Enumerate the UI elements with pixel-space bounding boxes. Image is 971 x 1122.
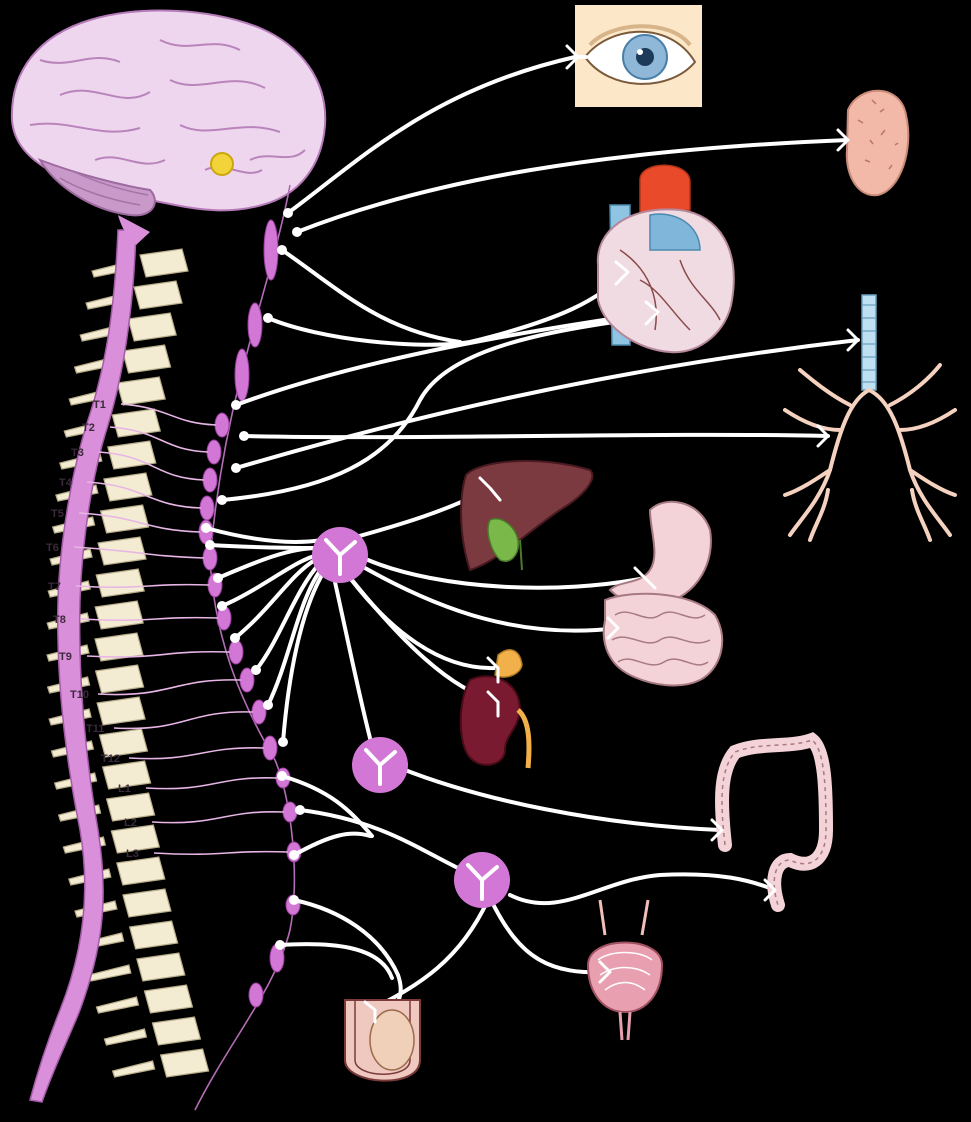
segment-label: T9 <box>59 651 72 663</box>
vertebra-icon <box>112 409 160 437</box>
gland-icon <box>838 91 908 195</box>
vertebra-icon <box>152 1017 200 1045</box>
vertebra-icon <box>117 857 165 885</box>
stomach-intestine-icon <box>604 502 722 686</box>
nerve-origin-dot <box>231 400 241 410</box>
vertebra-icon <box>117 377 165 405</box>
nerve-origin-dot <box>201 523 211 533</box>
chain-ganglion <box>264 220 278 280</box>
vertebra-icon <box>137 953 185 981</box>
chain-ganglia <box>199 220 301 1007</box>
chain-ganglion <box>207 440 221 464</box>
vertebra-icon <box>144 985 192 1013</box>
chain-ganglion <box>283 802 297 822</box>
nerve-origin-dot <box>295 805 305 815</box>
segment-label: T6 <box>46 542 59 554</box>
segment-label: L2 <box>124 817 137 829</box>
segment-label: T8 <box>53 614 66 626</box>
segment-label: L1 <box>118 783 131 795</box>
segment-label: T11 <box>86 723 104 735</box>
nerve-origin-dot <box>289 895 299 905</box>
vertebra-process-icon <box>113 1061 155 1077</box>
spinal-nerve <box>152 812 284 823</box>
vertebra-icon <box>130 921 178 949</box>
vertebra-icon <box>140 249 188 277</box>
nerve-origin-dot <box>263 313 273 323</box>
vertebra-process-icon <box>89 965 131 981</box>
segment-label: T7 <box>48 581 61 593</box>
vertebra-icon <box>123 345 171 373</box>
vertebra-icon <box>96 569 144 597</box>
nerve-origin-dot <box>217 495 227 505</box>
chain-ganglion <box>215 413 229 437</box>
inferior-mesenteric-ganglion <box>454 852 510 908</box>
nerve-origin-dot <box>263 700 273 710</box>
nerve-origin-dot <box>278 737 288 747</box>
spinal-nerve <box>129 748 264 759</box>
segment-label: T3 <box>71 447 84 459</box>
lungs-icon <box>785 295 955 540</box>
nerve-origin-dot <box>275 940 285 950</box>
nerve-origin-dot <box>251 665 261 675</box>
spinal-nerve <box>154 852 288 855</box>
hypothalamus-icon <box>211 153 233 175</box>
nerve-origin-dot <box>292 227 302 237</box>
vertebra-icon <box>161 1049 209 1077</box>
eye-icon <box>567 5 702 107</box>
nerve-origin-dot <box>277 771 287 781</box>
vertebra-icon <box>104 473 152 501</box>
brain-icon <box>12 11 325 216</box>
nerve-origin-dot <box>213 573 223 583</box>
nerve-origin-dot <box>231 463 241 473</box>
segment-label: T5 <box>51 508 64 520</box>
vertebra-process-icon <box>104 1029 146 1045</box>
chain-ganglion <box>229 640 243 664</box>
nerve-fibers <box>206 57 858 1015</box>
nerve-origin-dot <box>205 540 215 550</box>
nerve-origin-dot <box>289 850 299 860</box>
segment-label: L3 <box>126 848 139 860</box>
segment-label: T2 <box>82 422 95 434</box>
genitals-icon <box>345 1000 420 1081</box>
vertebra-icon <box>96 665 144 693</box>
colon-icon <box>712 740 826 905</box>
superior-mesenteric-ganglion <box>352 737 408 793</box>
rami-communicantes <box>74 404 288 854</box>
vertebra-icon <box>128 313 176 341</box>
vertebra-process-icon <box>96 997 138 1013</box>
liver-icon <box>461 461 592 570</box>
nerve-origin-dot <box>239 431 249 441</box>
heart-icon <box>598 165 734 352</box>
segment-label: T4 <box>59 477 73 489</box>
celiac-ganglion <box>312 527 368 583</box>
segment-label: T1 <box>93 399 106 411</box>
chain-ganglion <box>203 468 217 492</box>
vertebra-icon <box>97 697 145 725</box>
chain-ganglion <box>263 736 277 760</box>
nerve-origin-dot <box>230 633 240 643</box>
chain-ganglion <box>249 983 263 1007</box>
bladder-icon <box>588 900 662 1040</box>
nerve-origin-dot <box>277 245 287 255</box>
nerve-origin-dot <box>217 601 227 611</box>
chain-ganglion <box>200 496 214 520</box>
vertebra-icon <box>134 281 182 309</box>
chain-ganglion <box>235 349 249 401</box>
vertebra-icon <box>95 601 143 629</box>
nerve-origin-dot <box>283 208 293 218</box>
vertebra-icon <box>123 889 171 917</box>
spinal-nerve <box>146 778 277 789</box>
segment-label: T10 <box>70 689 89 701</box>
segment-label: T12 <box>101 753 120 765</box>
chain-ganglion <box>248 303 262 347</box>
